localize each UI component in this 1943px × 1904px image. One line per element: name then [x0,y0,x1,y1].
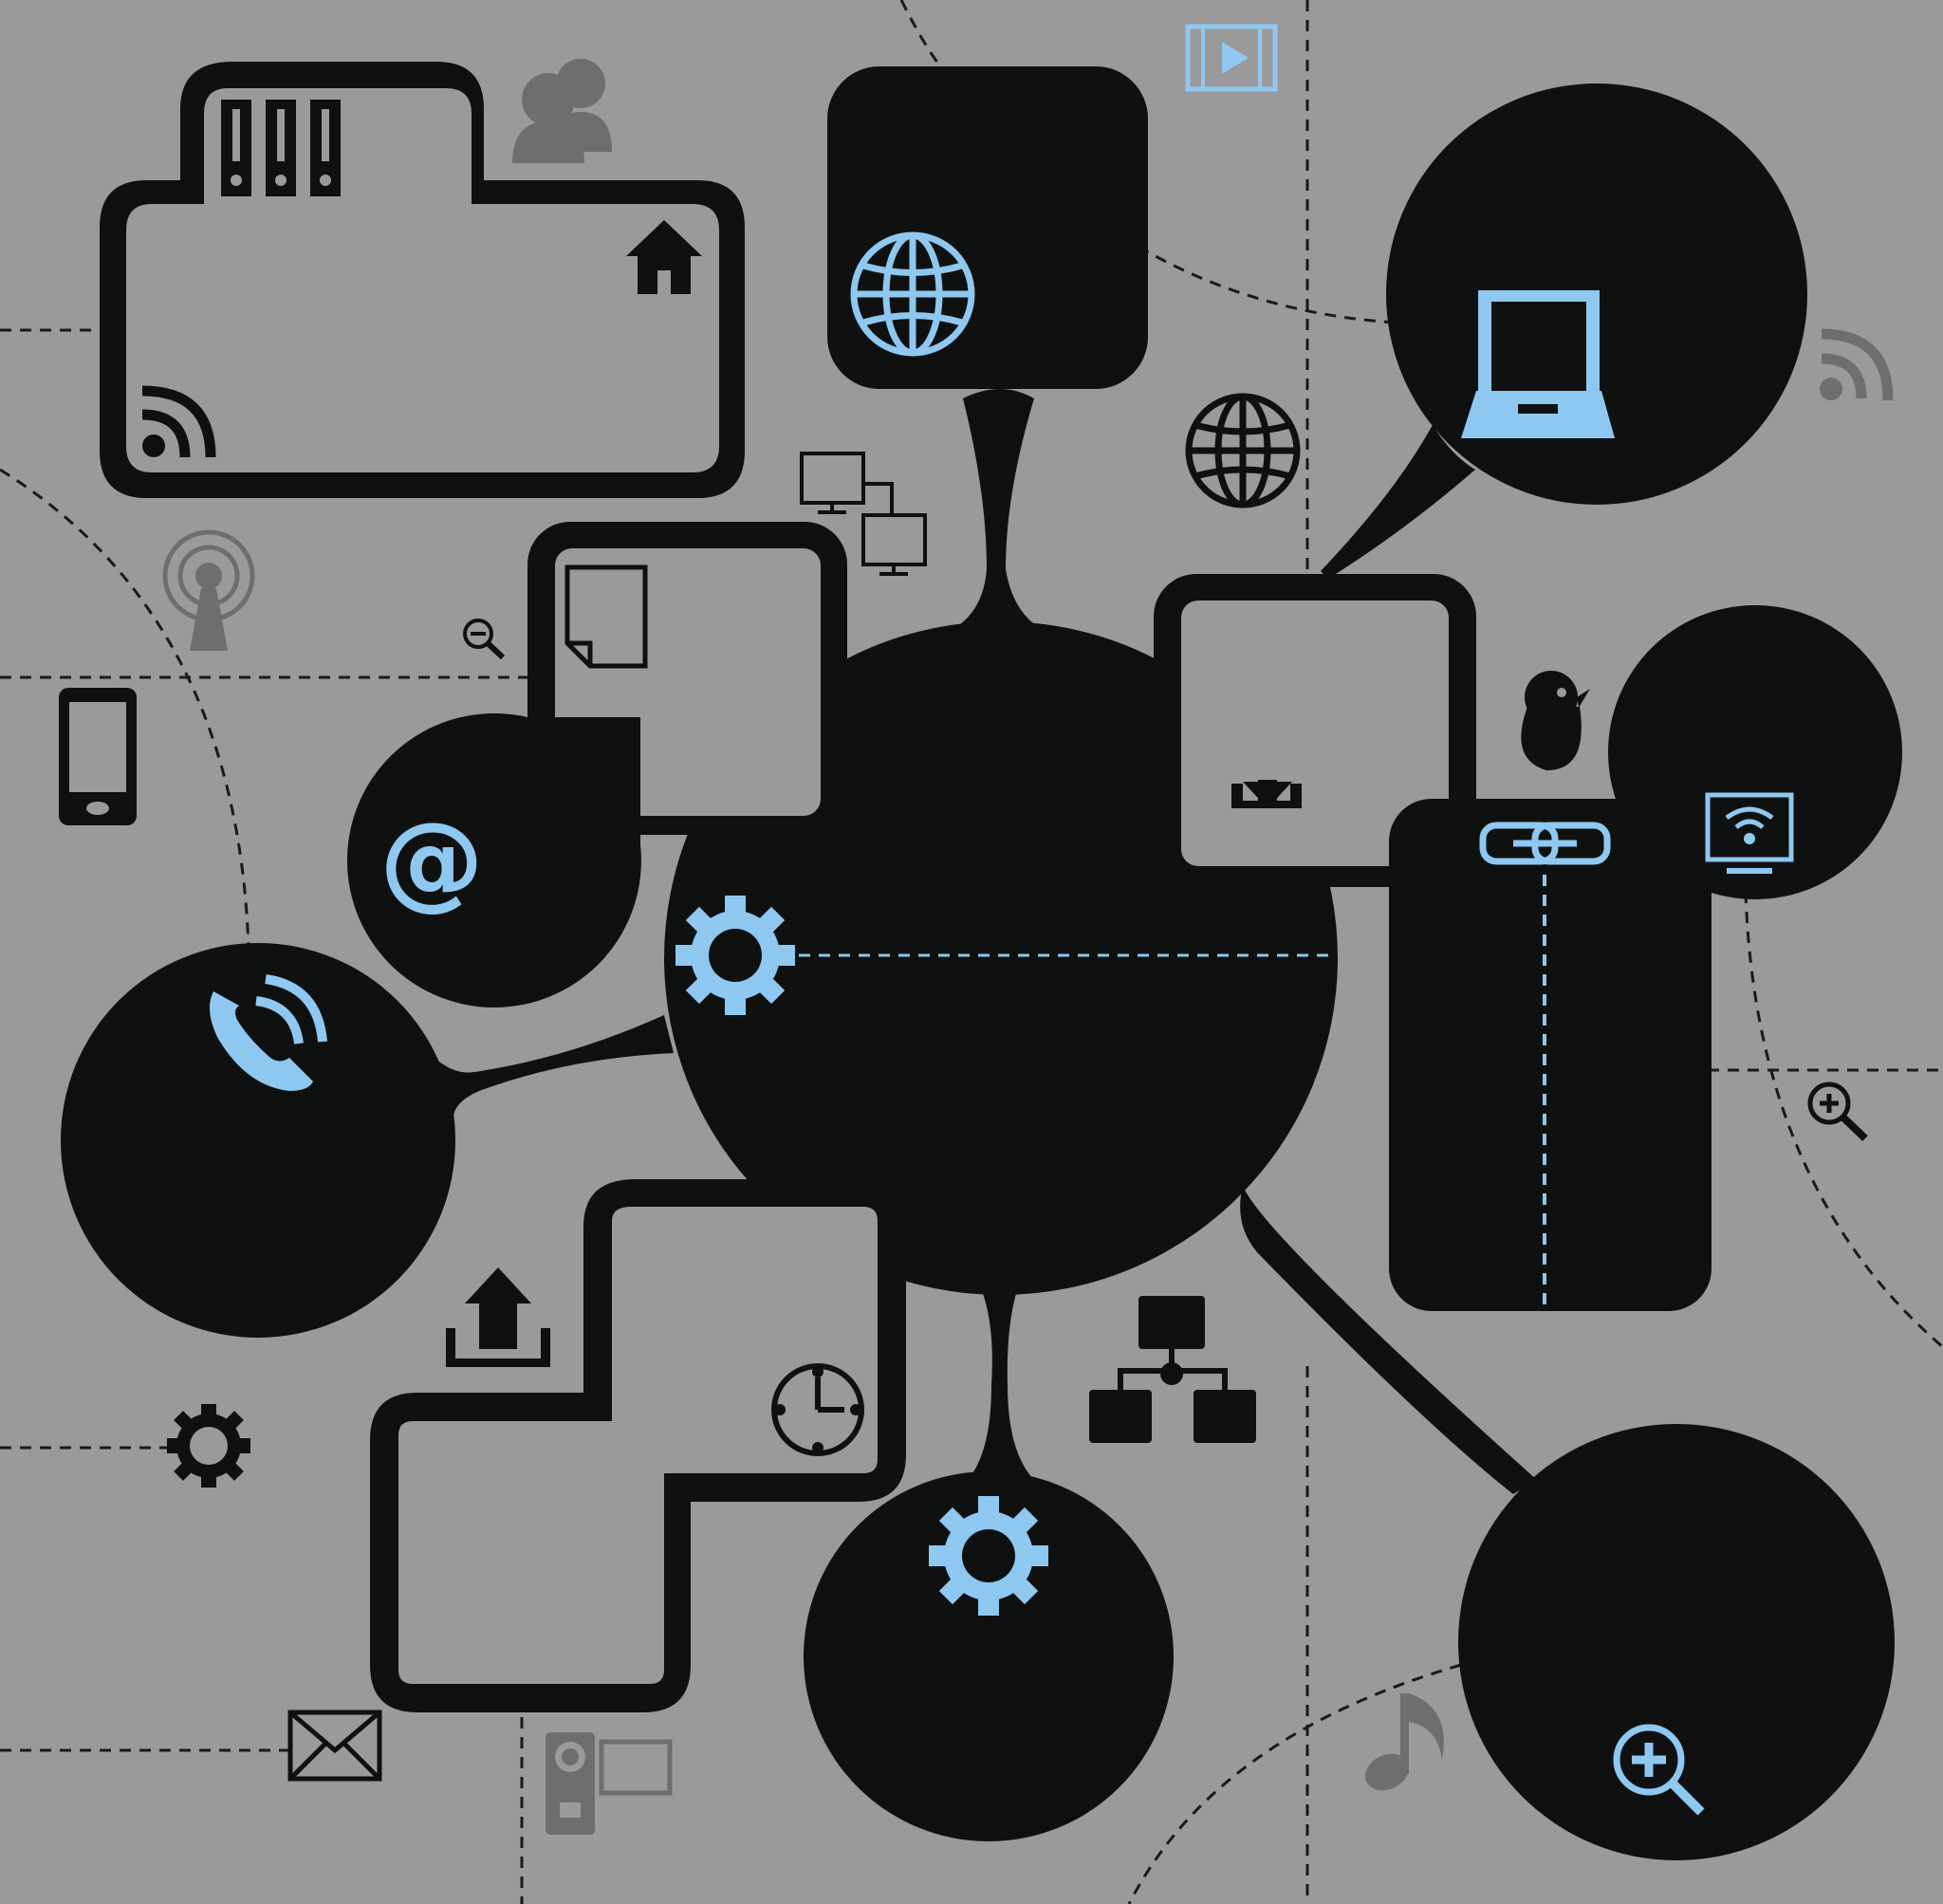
video-icon [1185,24,1278,92]
phone-call-icon [210,974,327,1091]
sitemap-icon [1089,1296,1256,1443]
cross-panel-inner [398,1207,878,1684]
bird-icon [1521,671,1590,770]
zoom-in-icon [1613,1724,1705,1816]
globe-icon [1185,393,1301,508]
smartphone-icon [59,688,137,825]
mail-icon [287,1710,382,1782]
wifi-screen-icon [1705,792,1794,874]
right-panel [1389,605,1902,1311]
users-icon [512,59,612,163]
clock-icon [771,1363,864,1456]
gear-bubble [804,1471,1174,1841]
at-icon: @ [379,800,484,921]
laptop-icon [1461,290,1615,438]
globe-icon [850,231,975,357]
rss-icon [1820,328,1894,401]
broadcast-tower-icon [162,529,255,651]
gear-icon [929,1496,1048,1616]
music-note-icon [1364,1693,1444,1791]
zoom-out-icon [463,619,506,660]
download-tile-inner [1181,601,1449,866]
download-icon [1231,780,1302,808]
at-bubble [346,712,641,1007]
link-icon [1479,822,1611,865]
zoom-bubble [1240,1186,1895,1860]
gear-icon [167,1404,250,1488]
home-icon [626,220,702,294]
camera-icon [546,1732,673,1835]
upload-icon [446,1267,550,1367]
binders-icon [221,100,341,196]
phone-bubble [61,943,674,1338]
globe-tile [827,66,1148,389]
gear-icon [675,896,795,1015]
zoom-in-icon [1807,1081,1868,1141]
document-icon [564,564,648,669]
network-computers-icon [800,452,927,576]
rss-icon [141,385,216,458]
